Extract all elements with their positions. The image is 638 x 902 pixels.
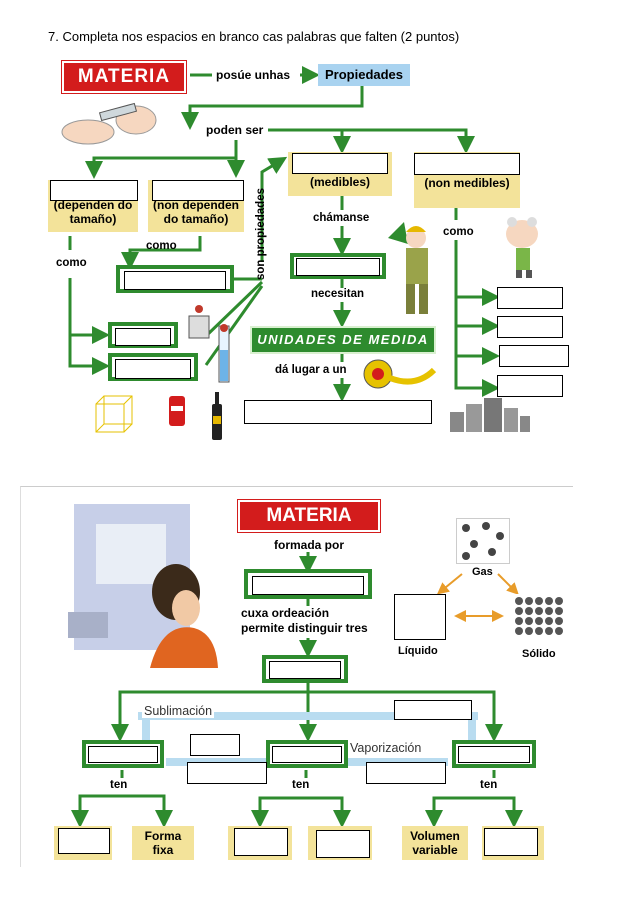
map1-chamanse-label: chámanse <box>313 212 370 224</box>
tape-measure-picture <box>362 356 440 396</box>
map2-top-right-blank[interactable] <box>394 700 472 720</box>
map1-dependen-blank[interactable] <box>50 180 138 201</box>
map1-como-label-1: como <box>56 257 87 269</box>
map2-estado-right-field[interactable] <box>458 746 530 763</box>
map1-necesitan-label: necesitan <box>311 288 365 300</box>
map2-materia-title: MATERIA <box>238 500 380 532</box>
map2-mid-blank-3[interactable] <box>366 762 446 784</box>
liquido-label: Líquido <box>398 645 438 657</box>
map1-chamanse-blank[interactable] <box>290 253 386 279</box>
ten-label-1: ten <box>110 779 128 791</box>
sublimacion-band-end-right <box>468 712 476 740</box>
map1-non-medibles-blank[interactable] <box>414 153 520 175</box>
map1-medibles-blank[interactable] <box>292 153 388 174</box>
map2-cuxa-line2: permite distinguir tres <box>241 621 368 635</box>
map1-como-label-3: como <box>443 226 474 238</box>
dependen-text: (dependen do tamaño) <box>53 198 133 226</box>
map1-nonmed-blank-1[interactable] <box>497 287 563 309</box>
ten-label-3: ten <box>480 779 498 791</box>
volumen-variable-label: Volumen variable <box>402 826 468 860</box>
map2-mid-blank-2[interactable] <box>187 762 267 784</box>
map2-cuxa-line1: cuxa ordeación <box>241 606 330 620</box>
map1-como-label-2: como <box>146 240 177 252</box>
map2-estado-left-field[interactable] <box>88 746 158 763</box>
solid-particles-picture <box>512 594 566 640</box>
forma-fixa-label: Forma fixa <box>132 826 194 860</box>
sublimacion-band-end-left <box>142 712 150 740</box>
map1-poden-ser-label: poden ser <box>206 123 264 137</box>
map2-frame <box>20 486 573 867</box>
map2-estados-blank-field[interactable] <box>269 661 341 679</box>
map1-chamanse-blank-field[interactable] <box>296 258 380 276</box>
vaporizacion-label: Vaporización <box>350 741 422 755</box>
map2-estado-center-field[interactable] <box>272 746 342 763</box>
solido-label: Sólido <box>522 648 556 660</box>
map1-como-blank-b-field[interactable] <box>115 328 171 346</box>
map2-bottom-blank-4[interactable] <box>484 828 538 856</box>
map1-nonmed-blank-2[interactable] <box>497 316 563 338</box>
map2-estados-blank[interactable] <box>262 655 348 683</box>
map1-como-blank-c-field[interactable] <box>115 359 191 379</box>
map2-bottom-blank-1[interactable] <box>58 828 110 854</box>
map2-formada-blank[interactable] <box>244 569 372 599</box>
map2-mid-blank-1[interactable] <box>190 734 240 756</box>
scale-picture <box>186 304 212 342</box>
boy-measuring-picture <box>384 218 442 326</box>
map1-non-dependen-blank[interactable] <box>152 180 244 201</box>
map1-como-blank-c[interactable] <box>108 353 198 381</box>
map2-estado-left[interactable] <box>82 740 164 768</box>
hand-thermometer-picture <box>60 94 160 150</box>
map1-nonmed-blank-4[interactable] <box>497 375 563 397</box>
can-picture <box>168 394 186 428</box>
map2-bottom-blank-2[interactable] <box>234 828 288 856</box>
map1-posue-unhas-label: posúe unhas <box>216 68 291 82</box>
map1-unidades-banner: UNIDADES DE MEDIDA <box>250 326 436 354</box>
weights-picture <box>446 394 532 434</box>
non-medibles-text: (non medibles) <box>424 176 510 190</box>
map1-materia-title: MATERIA <box>62 61 186 93</box>
gas-label: Gas <box>472 566 493 578</box>
map2-formada-blank-field[interactable] <box>252 576 364 595</box>
map1-propiedades-label: Propiedades <box>318 64 410 86</box>
sublimacion-label: Sublimación <box>142 704 215 718</box>
graduated-cylinder-picture <box>212 322 236 386</box>
gas-particles-picture <box>456 518 510 564</box>
bottle-picture <box>210 392 224 442</box>
cube-picture <box>92 392 136 438</box>
liquido-picture-blank[interactable] <box>394 594 446 640</box>
ten-label-2: ten <box>292 779 310 791</box>
sublimacion-band <box>138 712 478 720</box>
map1-como-blank-b[interactable] <box>108 322 178 348</box>
map2-estado-right[interactable] <box>452 740 536 768</box>
map2-estado-center[interactable] <box>266 740 348 768</box>
map1-da-lugar-label: dá lugar a un <box>275 364 347 376</box>
map1-como-blank-a[interactable] <box>116 265 234 293</box>
non-dependen-text: (non dependen do tamaño) <box>153 198 239 226</box>
medibles-text: (medibles) <box>309 175 370 189</box>
map1-como-blank-a-field[interactable] <box>124 271 226 290</box>
map2-bottom-blank-3[interactable] <box>316 830 370 858</box>
map2-formada-por-label: formada por <box>274 538 345 552</box>
old-man-picture <box>498 214 552 278</box>
instruction-text: 7. Completa nos espacios en branco cas p… <box>48 29 460 44</box>
boy-mirror-picture <box>66 500 222 668</box>
map1-nonmed-blank-3[interactable] <box>499 345 569 367</box>
map1-final-blank[interactable] <box>244 400 432 424</box>
